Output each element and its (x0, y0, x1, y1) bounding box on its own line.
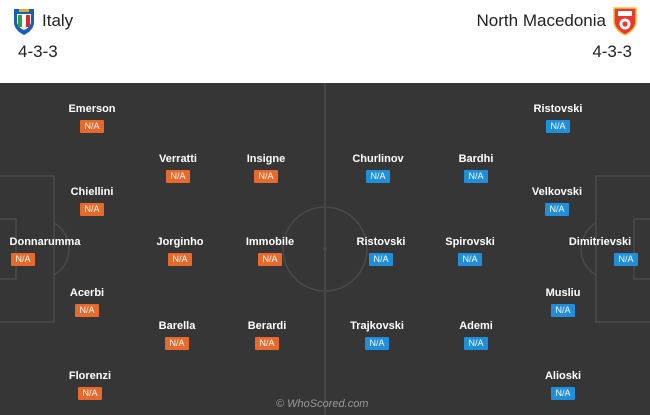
player-rating-badge: N/A (458, 253, 482, 266)
away-player-velkovski[interactable]: Velkovski N/A (502, 186, 612, 217)
match-header: Italy 4-3-3 North Macedonia 4-3-3 (0, 0, 650, 83)
pitch-lines (0, 83, 650, 415)
player-rating-badge: N/A (78, 387, 102, 400)
player-name: Velkovski (531, 186, 583, 198)
home-player-acerbi[interactable]: Acerbi N/A (32, 287, 142, 318)
player-rating-badge: N/A (614, 253, 638, 266)
player-rating-badge: N/A (166, 170, 190, 183)
player-name: Ristovski (533, 103, 583, 115)
away-player-ristovski-2[interactable]: Ristovski N/A (326, 236, 436, 267)
player-rating-badge: N/A (80, 203, 104, 216)
home-player-emerson[interactable]: Emerson N/A (37, 103, 147, 134)
home-player-florenzi[interactable]: Florenzi N/A (35, 370, 145, 401)
player-name: Alioski (544, 370, 582, 382)
player-name: Spirovski (445, 236, 495, 248)
home-player-chiellini[interactable]: Chiellini N/A (37, 186, 147, 217)
player-rating-badge: N/A (168, 253, 192, 266)
away-player-churlinov[interactable]: Churlinov N/A (323, 153, 433, 184)
player-rating-badge: N/A (365, 337, 389, 350)
pitch: Emerson N/A Verratti N/A Insigne N/A Chi… (0, 83, 650, 415)
home-player-immobile[interactable]: Immobile N/A (215, 236, 325, 267)
player-name: Dimitrievski (568, 236, 632, 248)
player-rating-badge: N/A (80, 120, 104, 133)
home-player-insigne[interactable]: Insigne N/A (211, 153, 321, 184)
player-name: Insigne (246, 153, 286, 165)
away-player-ademi[interactable]: Ademi N/A (421, 320, 531, 351)
away-player-spirovski[interactable]: Spirovski N/A (415, 236, 525, 267)
home-formation: 4-3-3 (18, 42, 58, 61)
player-name: Ademi (459, 320, 493, 332)
away-player-alioski[interactable]: Alioski N/A (508, 370, 618, 401)
home-player-verratti[interactable]: Verratti N/A (123, 153, 233, 184)
player-rating-badge: N/A (75, 304, 99, 317)
whoscored-watermark: © WhoScored.com (276, 398, 369, 410)
home-team-name[interactable]: Italy (42, 11, 74, 30)
player-name: Trajkovski (350, 320, 404, 332)
player-rating-badge: N/A (546, 120, 570, 133)
player-name: Jorginho (156, 236, 204, 248)
player-rating-badge: N/A (165, 337, 189, 350)
player-rating-badge: N/A (464, 337, 488, 350)
player-name: Barella (158, 320, 196, 332)
player-rating-badge: N/A (545, 203, 569, 216)
home-player-donnarumma[interactable]: Donnarumma N/A (0, 236, 100, 267)
away-formation: 4-3-3 (592, 42, 632, 61)
player-rating-badge: N/A (258, 253, 282, 266)
player-rating-badge: N/A (366, 170, 390, 183)
player-name: Donnarumma (9, 236, 81, 248)
away-player-musliu[interactable]: Musliu N/A (508, 287, 618, 318)
player-name: Verratti (159, 153, 197, 165)
player-name: Bardhi (458, 153, 494, 165)
player-name: Emerson (68, 103, 116, 115)
away-player-ristovski[interactable]: Ristovski N/A (503, 103, 613, 134)
home-player-barella[interactable]: Barella N/A (122, 320, 232, 351)
home-player-berardi[interactable]: Berardi N/A (212, 320, 322, 351)
player-rating-badge: N/A (551, 304, 575, 317)
player-name: Chiellini (70, 186, 114, 198)
player-name: Florenzi (68, 370, 112, 382)
north-macedonia-crest-icon (613, 7, 637, 36)
away-player-trajkovski[interactable]: Trajkovski N/A (322, 320, 432, 351)
player-rating-badge: N/A (255, 337, 279, 350)
player-rating-badge: N/A (551, 387, 575, 400)
player-name: Immobile (245, 236, 295, 248)
player-name: Churlinov (352, 153, 404, 165)
player-name: Acerbi (69, 287, 105, 299)
player-rating-badge: N/A (11, 253, 35, 266)
player-rating-badge: N/A (254, 170, 278, 183)
player-rating-badge: N/A (464, 170, 488, 183)
player-rating-badge: N/A (369, 253, 393, 266)
away-player-dimitrievski[interactable]: Dimitrievski N/A (545, 236, 650, 267)
italy-crest-icon (14, 9, 34, 35)
away-player-bardhi[interactable]: Bardhi N/A (421, 153, 531, 184)
home-player-jorginho[interactable]: Jorginho N/A (125, 236, 235, 267)
player-name: Ristovski (356, 236, 406, 248)
player-name: Berardi (247, 320, 287, 332)
player-name: Musliu (545, 287, 581, 299)
away-team-name[interactable]: North Macedonia (476, 11, 606, 30)
